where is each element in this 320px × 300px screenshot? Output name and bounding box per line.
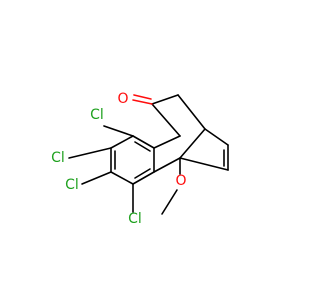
chlorine-1-label: Cl (90, 107, 104, 123)
bond (110, 135, 134, 149)
bond (132, 135, 155, 149)
molecule-diagram: O O Cl Cl Cl Cl (51, 91, 229, 227)
bond-methyl (161, 189, 178, 215)
bond-carbonyl-double (133, 94, 152, 100)
chlorine-2-label: Cl (51, 150, 65, 166)
bond-double-inner (134, 168, 151, 179)
bond (153, 157, 181, 173)
structure-canvas: O O Cl Cl Cl Cl (51, 91, 229, 227)
oxygen-carbonyl-label: O (117, 91, 128, 107)
bond (179, 157, 229, 171)
bond (204, 128, 229, 146)
benzene-ring (110, 135, 155, 185)
bond (151, 94, 179, 105)
carbonyl-group: O (117, 91, 153, 107)
bond-double-inner (134, 141, 151, 152)
bond (68, 147, 112, 159)
bond (81, 171, 112, 185)
bond (110, 171, 134, 185)
bond (177, 94, 206, 130)
bond-carbonyl (132, 99, 153, 105)
bicyclic-bridge (151, 94, 229, 173)
bond (151, 103, 181, 137)
bond (132, 171, 155, 185)
methoxy-group: O (161, 157, 187, 215)
bond (179, 128, 206, 159)
chlorine-substituents: Cl Cl Cl Cl (51, 107, 142, 227)
bond (103, 125, 134, 137)
chlorine-4-label: Cl (128, 211, 142, 227)
oxygen-methoxy-label: O (175, 173, 186, 189)
bond (153, 135, 181, 149)
chlorine-3-label: Cl (65, 177, 79, 193)
